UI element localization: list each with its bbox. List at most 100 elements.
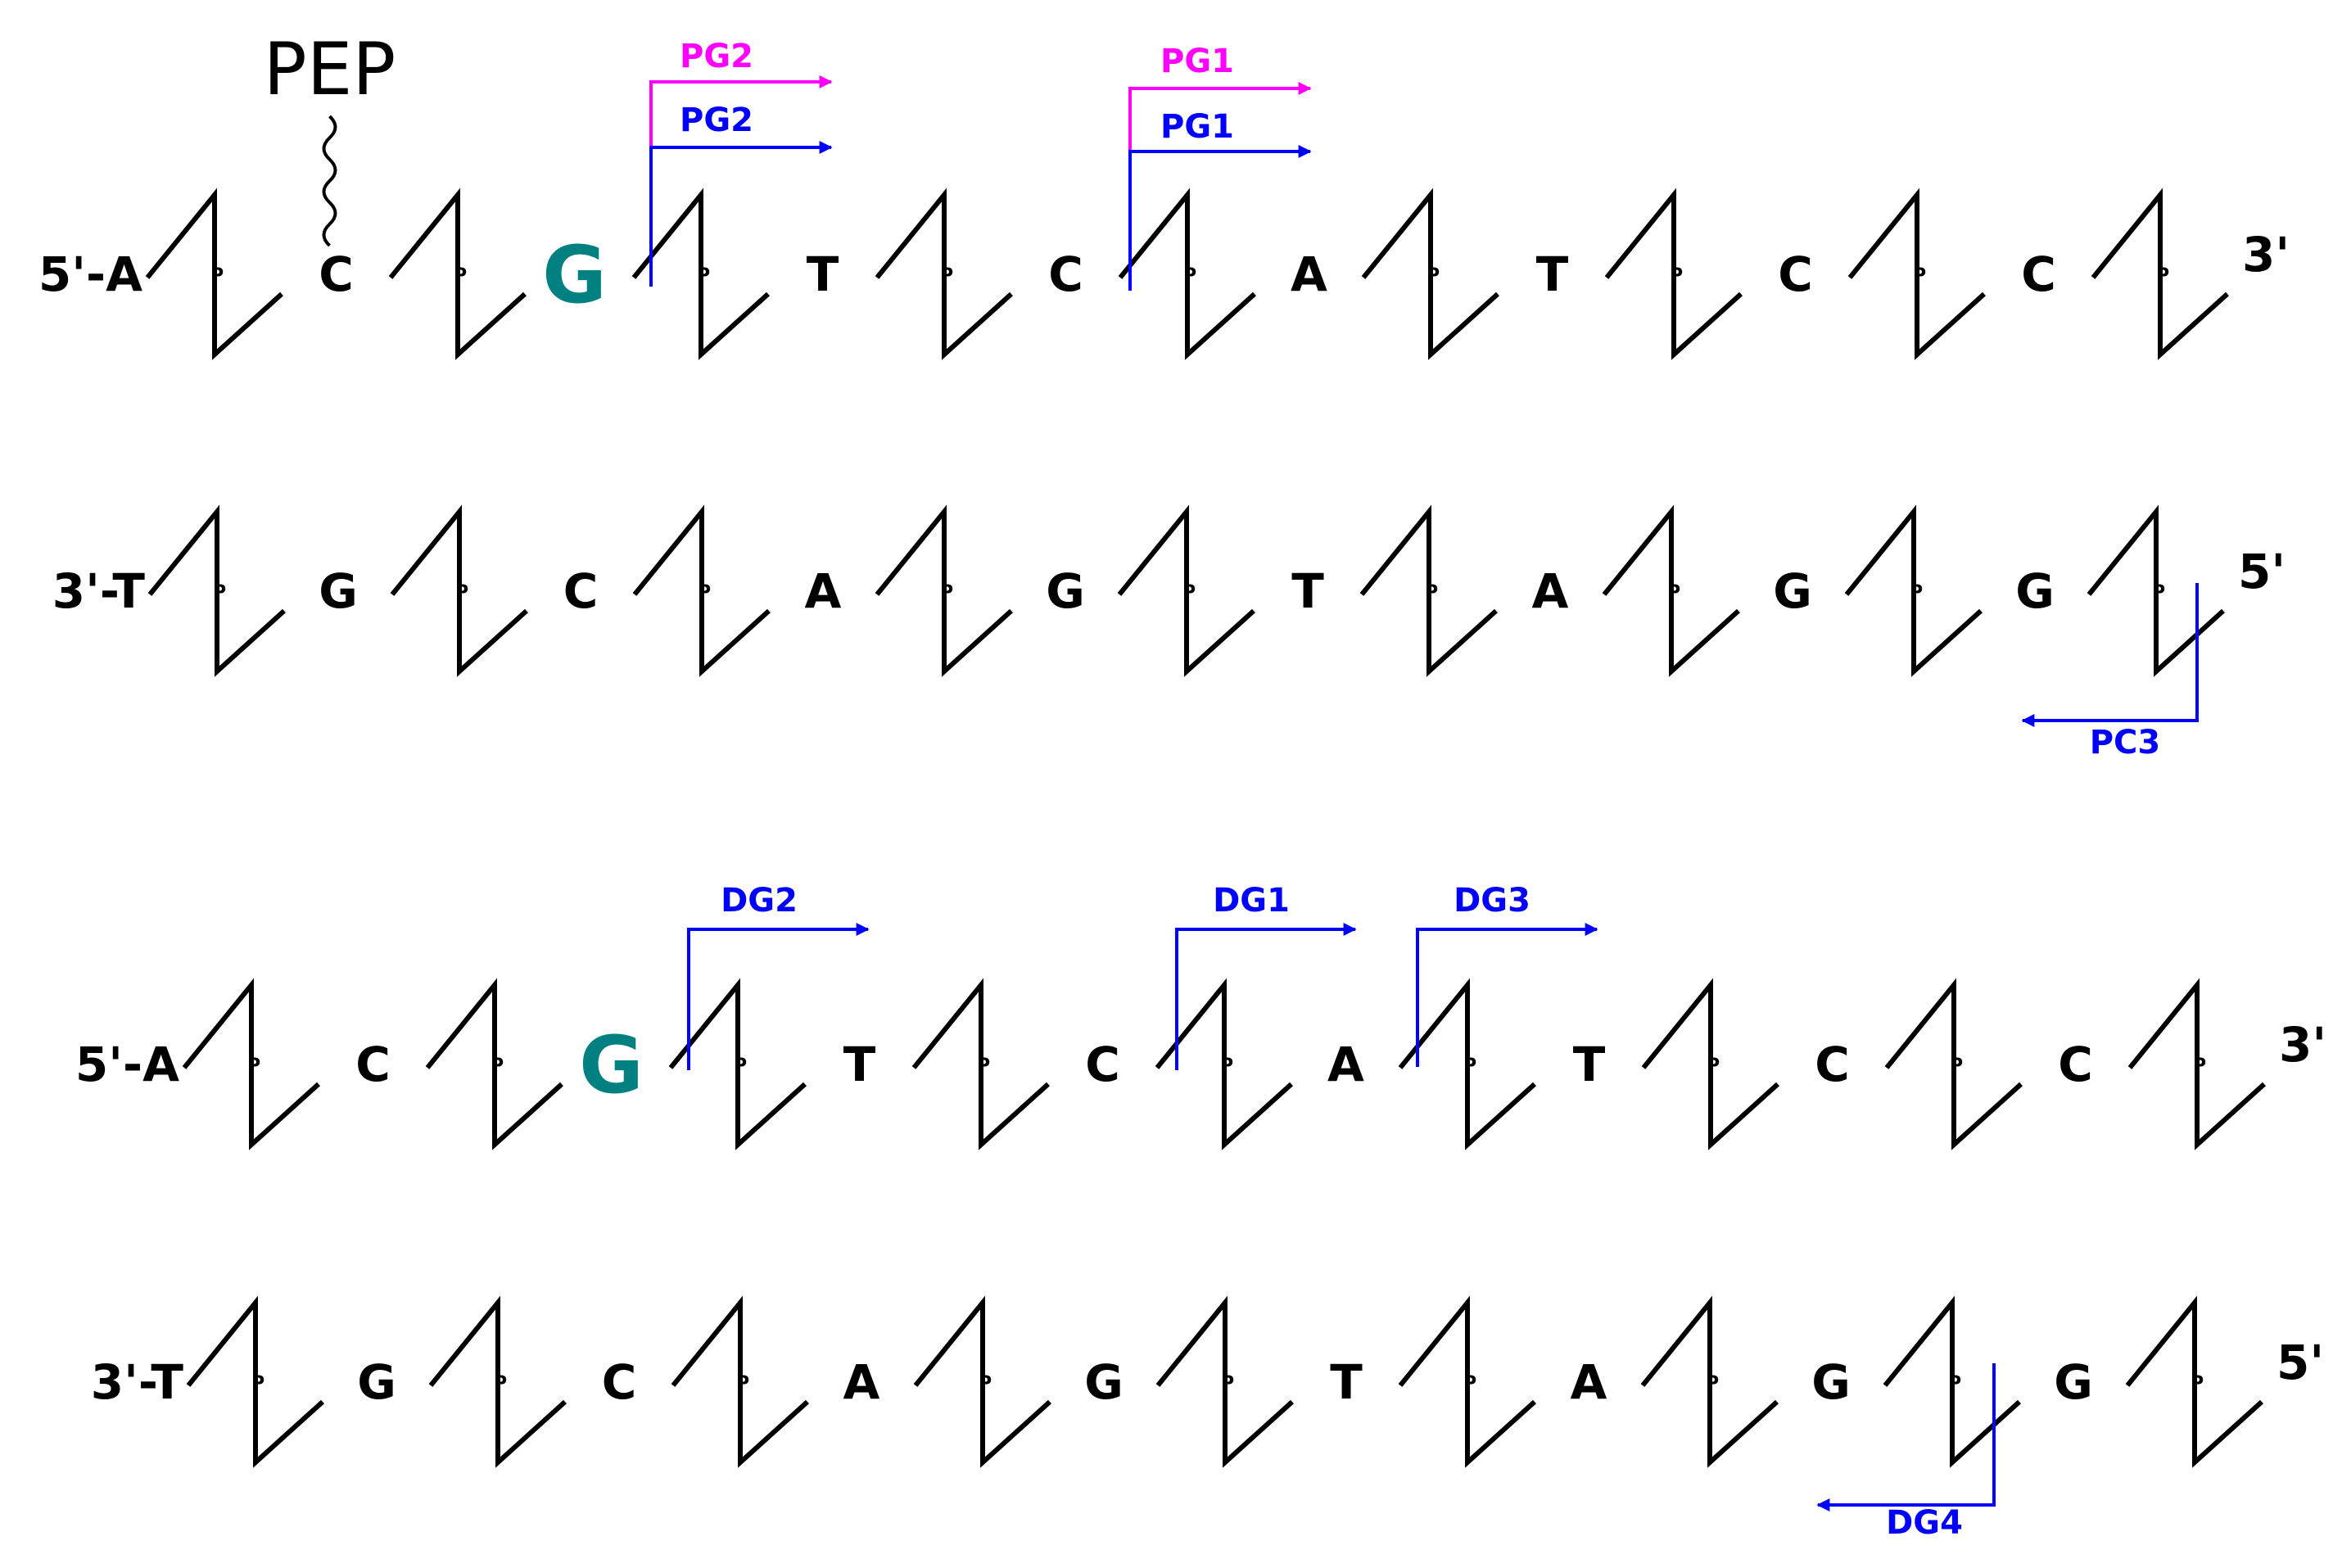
arrow-label: DG2 (721, 882, 798, 920)
phosphate-label: P (1948, 1373, 1961, 1394)
backbone-segment (1602, 504, 1741, 677)
phosphate-label: P (1221, 1373, 1234, 1394)
phosphate-label: P (1183, 265, 1196, 286)
cleavage-arrow-dg1: DG1 (1175, 882, 1357, 1070)
backbone-segment (1847, 188, 1987, 360)
base-letter: A (843, 1354, 880, 1410)
phosphate-label: P (1182, 582, 1196, 603)
base-letter: T (1330, 1354, 1363, 1410)
arrow-path (1128, 145, 1312, 291)
pep-label: PEP (264, 27, 396, 111)
backbone-segment (1155, 1295, 1295, 1468)
base-letter: T (1536, 246, 1569, 302)
phosphate-label: P (1706, 1373, 1719, 1394)
base-letter: C (1048, 246, 1083, 302)
arrow-path (1175, 923, 1357, 1070)
pep-adduct: PEP (264, 27, 396, 247)
backbone-segment (1883, 1295, 2022, 1468)
phosphate-label: P (1913, 265, 1926, 286)
phosphate-label: P (1707, 1055, 1720, 1076)
backbone-segment (428, 1295, 567, 1468)
arrow-label: PC3 (2090, 724, 2161, 761)
backbone-segment (425, 978, 564, 1150)
highlighted-base: G (579, 1019, 644, 1111)
phosphate-label: P (455, 582, 468, 603)
backbone-segment (632, 504, 771, 677)
backbone-segment (2125, 1295, 2264, 1468)
cleavage-arrow-dg4: DG4 (1816, 1363, 1996, 1542)
cleavage-arrow-dg2: DG2 (687, 882, 870, 1070)
phosphate-label: P (491, 1055, 504, 1076)
backbone-segment (1118, 188, 1257, 360)
phosphate-label: P (940, 582, 953, 603)
phosphate-label: P (1667, 582, 1680, 603)
base-letter: C (1778, 246, 1813, 302)
base-letter: G (2015, 563, 2055, 619)
backbone-segment (182, 978, 321, 1150)
arrow-label: PG2 (680, 102, 753, 139)
base-letter: G (1046, 563, 1085, 619)
arrow-label: PG2 (680, 38, 753, 75)
base-letter: A (805, 563, 842, 619)
strand-suffix: 5' (2276, 1335, 2324, 1390)
backbone-segment (1361, 188, 1500, 360)
base-letter: G (1773, 563, 1812, 619)
base-letter: C (2058, 1037, 2093, 1092)
highlighted-base: G (542, 229, 607, 321)
phosphate-label: P (1425, 582, 1438, 603)
base-letter: C (602, 1354, 637, 1410)
backbone-segment (1398, 1295, 1537, 1468)
backbone-segment (913, 1295, 1052, 1468)
backbone-segment (1117, 504, 1256, 677)
backbone-segment (911, 978, 1051, 1150)
base-letter: G (1084, 1354, 1124, 1410)
phosphate-label: P (1463, 1055, 1476, 1076)
cleavage-arrow-pg1: PG1 (1128, 43, 1312, 291)
base-letter: G (2054, 1354, 2093, 1410)
base-letter: T (1573, 1037, 1606, 1092)
cleavage-arrow-pg1: PG1 (1128, 108, 1312, 291)
arrow-label: DG4 (1886, 1504, 1963, 1542)
base-letter: C (563, 563, 599, 619)
cleavage-arrow-pg2: PG2 (649, 102, 833, 287)
backbone-segment (668, 978, 807, 1150)
backbone-segment (2087, 504, 2226, 677)
cleavage-arrow-pg2: PG2 (649, 38, 833, 287)
arrow-label: DG3 (1454, 882, 1530, 920)
phosphate-label: P (979, 1373, 992, 1394)
arrow-path (2021, 583, 2199, 727)
phosphate-label: P (1910, 582, 1923, 603)
phosphate-label: P (940, 265, 953, 286)
base-letter: G (319, 563, 358, 619)
phosphate-label: P (247, 1055, 260, 1076)
backbone-segment (1844, 504, 1983, 677)
arrow-label: DG1 (1213, 882, 1290, 920)
phosphate-label: P (2152, 582, 2165, 603)
strand-prefix: 5'-A (38, 246, 142, 302)
phosphate-label: P (2156, 265, 2169, 286)
base-letter: C (2021, 246, 2056, 302)
phosphate-label: P (210, 265, 224, 286)
base-letter: A (1532, 563, 1569, 619)
phosphate-label: P (454, 265, 467, 286)
phosphate-label: P (251, 1373, 264, 1394)
phosphate-label: P (1220, 1055, 1233, 1076)
cleavage-arrow-dg3: DG3 (1416, 882, 1598, 1067)
arrow-path (649, 141, 833, 287)
base-letter: G (1811, 1354, 1851, 1410)
backbone-segment (875, 188, 1014, 360)
arrow-label: PG1 (1160, 43, 1234, 80)
backbone-segment (1640, 1295, 1779, 1468)
base-letter: T (1291, 563, 1324, 619)
backbone-segment (1359, 504, 1499, 677)
phosphate-label: P (1670, 265, 1683, 286)
base-letter: C (319, 246, 354, 302)
backbone-segment (631, 188, 771, 360)
strand-suffix: 3' (2279, 1017, 2326, 1073)
phosphate-label: P (213, 582, 226, 603)
arrow-path (1416, 923, 1598, 1067)
backbone-segment (1641, 978, 1780, 1150)
